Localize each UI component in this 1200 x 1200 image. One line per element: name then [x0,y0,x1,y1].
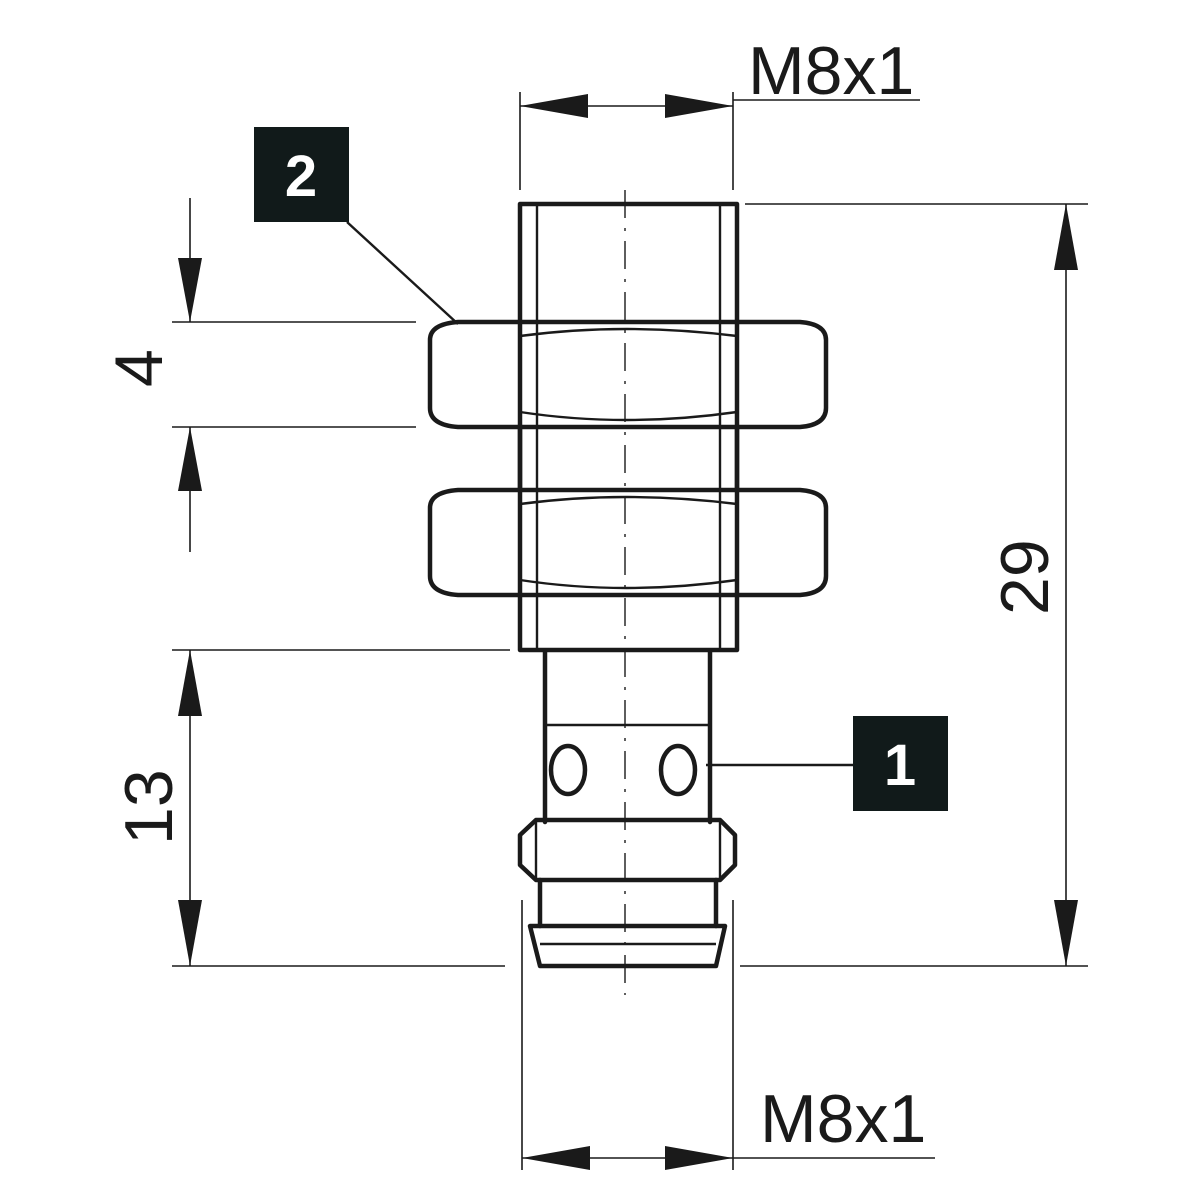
callout-1-label: 1 [884,733,916,798]
dim-top-thread-label: M8x1 [748,33,914,109]
hex-nut-upper [427,319,829,430]
connector-thread [517,817,738,969]
dim-total-length: 29 [987,204,1078,966]
dim-bottom-thread-label: M8x1 [760,1081,926,1157]
connector-neck [542,649,713,825]
dim-nut-height-label: 4 [101,349,177,387]
callout-1: 1 [706,716,948,811]
dim-connector-length-label: 13 [111,769,187,845]
led-window-right [658,743,698,797]
dim-top-thread: M8x1 [520,33,914,118]
callout-1-box [853,716,948,811]
thread-between-nuts [517,424,740,493]
led-window-left [548,743,588,797]
callout-2-box [254,127,349,222]
dim-connector-length: 13 [111,650,202,966]
callout-2: 2 [254,127,459,325]
dim-total-length-label: 29 [987,539,1063,615]
callout-2-label: 2 [285,144,317,209]
dim-nut-height: 4 [101,198,202,552]
extension-lines [172,92,1088,1170]
dim-bottom-thread: M8x1 [522,1081,926,1170]
hex-nut-lower [427,487,829,598]
